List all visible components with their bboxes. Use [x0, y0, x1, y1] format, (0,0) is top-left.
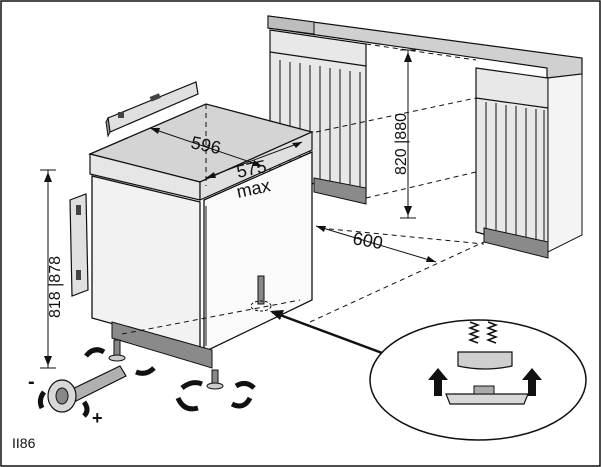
countertop-edge: [267, 15, 315, 35]
up-arrow-icon: [522, 368, 542, 396]
right-cabinet-plinth: [483, 227, 549, 259]
rotate-arrow-icon: [37, 390, 47, 410]
spirit-level-vertical: [69, 193, 89, 297]
rotate-arrow-icon: [135, 366, 156, 376]
rotate-arrow-icon: [234, 380, 256, 390]
rotate-arrow-icon: [230, 396, 253, 409]
depth-dimension: 575 max: [205, 141, 303, 202]
right-cabinet-grooves: [485, 102, 545, 244]
spacing-dimension: 600: [315, 225, 437, 263]
niche-outline: [309, 43, 485, 323]
rotate-arrow-icon: [180, 380, 203, 391]
rotate-arrow-icon: [84, 347, 106, 358]
magnified-foot-inset: [369, 319, 587, 441]
rotate-arrow-icon: [81, 400, 90, 418]
dishwasher-plinth: [111, 321, 213, 369]
right-cabinet: [475, 67, 583, 259]
adjustable-feet: [84, 275, 272, 412]
left-cabinet-plinth: [313, 177, 367, 205]
left-height-dimension: 818 |878: [40, 169, 64, 369]
spirit-level: [105, 81, 199, 138]
right-cabinet-front: [475, 67, 549, 253]
dishwasher-side: [203, 150, 313, 354]
right-height-dimension: 820 |880: [393, 49, 416, 219]
rotate-arrow-icon: [175, 396, 199, 412]
minus-sign: -: [28, 371, 35, 393]
up-arrow-icon: [428, 368, 448, 396]
wrench-tool: - +: [28, 365, 127, 428]
figure-id-label: II86: [12, 435, 36, 451]
height-range-left-label: 818 |878: [47, 256, 64, 318]
height-range-right-label: 820 |880: [393, 113, 410, 175]
plus-sign: +: [92, 408, 103, 428]
dishwasher-door: [91, 175, 201, 349]
width-dimension: 596: [149, 127, 263, 167]
